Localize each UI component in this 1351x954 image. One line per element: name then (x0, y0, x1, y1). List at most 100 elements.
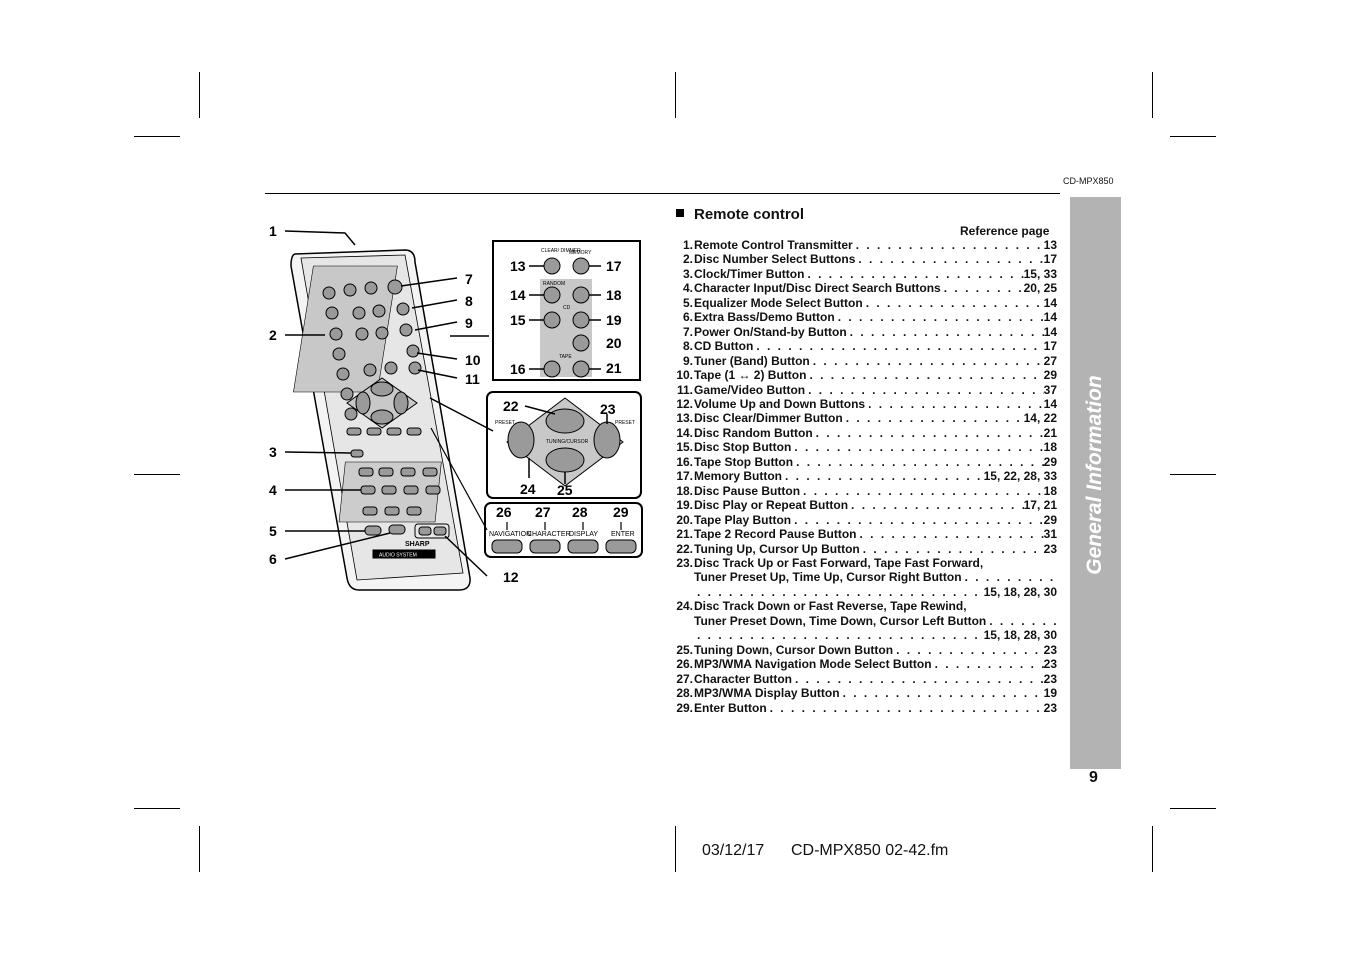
item-page: 18 (1043, 440, 1057, 455)
leader-dots: . . . . . . . . . . . . . . . . . . . . … (807, 266, 1023, 281)
callout-8: 8 (465, 293, 473, 309)
leader-dots: . . . . . . . . . . . . . . . . . . . . … (697, 628, 984, 643)
item-label: Equalizer Mode Select Button (694, 295, 863, 310)
item-number: 28. (676, 686, 693, 701)
item-number: 24. (676, 599, 693, 614)
item-indent (672, 570, 694, 584)
callout-24: 24 (520, 481, 536, 497)
clock-timer-button (343, 283, 357, 297)
item-label: Enter Button (694, 700, 767, 715)
item-page: 23 (1043, 671, 1057, 686)
remote-bottom-buttons (364, 523, 450, 559)
item-label: Disc Stop Button (694, 440, 792, 455)
leader-dots: . . . . . . . . . . . . . . . . . . . . … (865, 295, 1044, 310)
callout-6: 6 (269, 551, 277, 567)
list-item: 9.Tuner (Band) Button. . . . . . . . . .… (672, 354, 1057, 368)
callout-3: 3 (269, 444, 277, 460)
item-page: 14 (1043, 324, 1057, 339)
clear-dimmer-button (364, 281, 378, 295)
item-page: 14, 22 (1023, 411, 1057, 426)
inset-label-preset-right: PRESET (615, 420, 635, 426)
item-number: 16. (676, 454, 693, 469)
item-page: 23 (1043, 657, 1057, 672)
square-bullet-icon (676, 209, 684, 217)
item-label: Extra Bass/Demo Button (694, 310, 835, 325)
item-number: 26. (676, 657, 693, 672)
item-label: Tape Play Button (694, 512, 792, 527)
callout-5: 5 (269, 523, 277, 539)
list-item: 20.Tape Play Button. . . . . . . . . . .… (672, 513, 1057, 527)
item-number: 1. (682, 238, 693, 252)
crop-mark (1152, 72, 1153, 118)
item-number: 4. (682, 281, 693, 296)
leader-dots: . . . . . . . . . . . . . . . . . . . . … (842, 686, 1044, 701)
list-item: 1.Remote Control Transmitter. . . . . . … (672, 238, 1057, 252)
item-page: 29 (1043, 368, 1057, 383)
inset-label-enter: ENTER (611, 531, 635, 538)
crop-mark (199, 72, 200, 118)
leader-dots: . . . . . . . . . . . . . . . . . . . . … (812, 353, 1044, 368)
remote-nav-row (346, 427, 422, 458)
item-label: MP3/WMA Display Button (694, 686, 840, 701)
inset-label-memory: MEMORY (569, 250, 592, 256)
item-number: 19. (676, 498, 693, 513)
remote-dpad (346, 377, 418, 429)
leader-dots: . . . . . . . . . . . . . . . . . . . . … (697, 584, 984, 599)
item-page: 29 (1043, 454, 1057, 469)
callout-15: 15 (510, 312, 526, 328)
item-number: 23. (676, 555, 693, 570)
crop-mark (1170, 474, 1216, 475)
callout-10: 10 (465, 352, 481, 368)
reference-page-header: Reference page (960, 224, 1050, 238)
item-page: 14 (1043, 295, 1057, 310)
item-number: 3. (682, 266, 693, 281)
inset-label-navigation: NAVIGATION (489, 531, 531, 538)
callout-12: 12 (503, 569, 519, 585)
callout-2: 2 (269, 327, 277, 343)
item-number: 7. (682, 324, 693, 339)
item-number: 20. (676, 512, 693, 527)
inset-label-random: RANDOM (543, 281, 565, 287)
item-page: 15, 33 (1023, 266, 1057, 281)
item-page: 31 (1043, 527, 1057, 542)
list-item: 24.Disc Track Down or Fast Reverse, Tape… (672, 599, 1057, 642)
item-label: Power On/Stand-by Button (694, 324, 847, 339)
parts-list: 1.Remote Control Transmitter. . . . . . … (672, 238, 1057, 715)
header-rule (265, 193, 1060, 194)
leader-dots: . . . . . . . . . . . . . . . . . . . . … (795, 671, 1044, 686)
item-page: 37 (1043, 382, 1057, 397)
callout-25: 25 (557, 482, 573, 498)
item-label: Disc Play or Repeat Button (694, 498, 849, 513)
callout-26: 26 (496, 504, 512, 520)
callouts-left (284, 230, 391, 560)
callout-20: 20 (606, 335, 622, 351)
callout-13: 13 (510, 258, 526, 274)
item-page: 23 (1043, 541, 1057, 556)
item-page: 20, 25 (1023, 281, 1057, 296)
crop-mark (675, 826, 676, 872)
item-label: Disc Pause Button (694, 483, 801, 498)
crop-mark (1170, 808, 1216, 809)
item-label: Volume Up and Down Buttons (694, 396, 866, 411)
remote-top-buttons (322, 279, 403, 300)
leader-dots: . . . . . . . . . . . . . . . . . . . . … (858, 252, 1043, 267)
leader-dots: . . . . . . . . . . . . . . . . . . . . … (796, 454, 1044, 469)
list-item: 14.Disc Random Button. . . . . . . . . .… (672, 426, 1057, 440)
item-number: 10. (676, 368, 693, 383)
crop-mark (1170, 136, 1216, 137)
model-tag: CD-MPX850 (1063, 176, 1114, 186)
list-item: 23.Disc Track Up or Fast Forward, Tape F… (672, 556, 1057, 599)
remote-disc-buttons (325, 302, 422, 421)
item-number: 5. (682, 295, 693, 310)
section-title: Remote control (676, 206, 804, 223)
item-page: 19 (1043, 686, 1057, 701)
item-number: 25. (676, 642, 693, 657)
leader-dots: . . . . . . . . . . . . . . . . . . . . … (851, 498, 1024, 513)
item-label: Disc Track Up or Fast Forward, Tape Fast… (694, 555, 984, 570)
callout-9: 9 (465, 315, 473, 331)
callout-16: 16 (510, 361, 526, 377)
callout-22: 22 (503, 398, 519, 414)
list-item: 11.Game/Video Button. . . . . . . . . . … (672, 383, 1057, 397)
list-item: 26.MP3/WMA Navigation Mode Select Button… (672, 657, 1057, 671)
inset-nav-buttons (430, 427, 643, 558)
